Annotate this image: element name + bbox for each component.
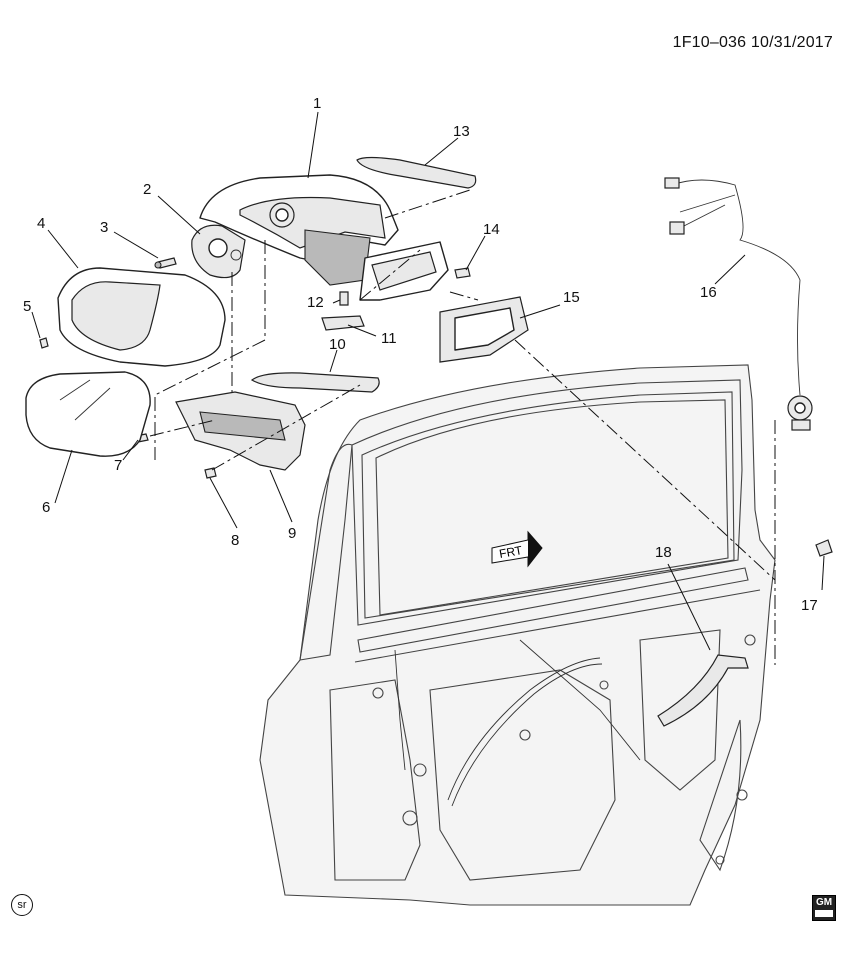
part-18-cable	[657, 654, 749, 727]
callout-4: 4	[37, 215, 45, 232]
sr-circle-icon: sr	[11, 894, 33, 916]
front-arrow-label: FRT	[498, 543, 524, 561]
part-10-lower-trim	[250, 372, 380, 393]
part-11-bracket	[321, 315, 365, 331]
callout-12: 12	[307, 294, 324, 311]
callout-6: 6	[42, 499, 50, 516]
callout-18: 18	[655, 544, 672, 561]
diagram-header: 1F10–036 10/31/2017	[673, 34, 833, 52]
callout-1: 1	[313, 95, 321, 112]
part-13-upper-trim	[356, 156, 477, 189]
gm-logo-text: GM	[815, 897, 833, 908]
part-9-lower-housing	[175, 391, 306, 471]
part-4-cover-frame	[57, 267, 226, 367]
gm-logo-bar	[815, 910, 833, 917]
diagram-date: 10/31/2017	[750, 34, 833, 51]
assembly-lines	[149, 189, 776, 665]
callout-16: 16	[700, 284, 717, 301]
part-6-mirror-glass	[25, 371, 151, 457]
screw-icons	[39, 257, 833, 557]
door-assembly	[259, 364, 776, 906]
callout-leaders	[31, 111, 825, 651]
callout-14: 14	[483, 221, 500, 238]
callout-15: 15	[563, 289, 580, 306]
part-14-mirror-base	[359, 241, 449, 301]
part-16-wiring-harness	[664, 177, 813, 431]
callout-3: 3	[100, 219, 108, 236]
callout-9: 9	[288, 525, 296, 542]
diagram-code: 1F10–036	[672, 34, 747, 51]
callout-8: 8	[231, 532, 239, 549]
callout-10: 10	[329, 336, 346, 353]
part-2-actuator	[191, 224, 246, 279]
callout-11: 11	[381, 330, 397, 347]
callout-5: 5	[23, 298, 31, 315]
callout-7: 7	[114, 457, 122, 474]
gm-logo-icon: GM	[812, 895, 836, 921]
front-arrow-icon: FRT	[491, 530, 543, 568]
callout-2: 2	[143, 181, 151, 198]
part-1-mirror-housing	[199, 174, 399, 286]
part-15-seal	[439, 296, 529, 363]
callout-13: 13	[453, 123, 470, 140]
callout-labels: 1 2 3 4 5 6 7 8 9 10 11 12 13 14 15 16 1…	[23, 95, 818, 614]
callout-17: 17	[801, 597, 818, 614]
